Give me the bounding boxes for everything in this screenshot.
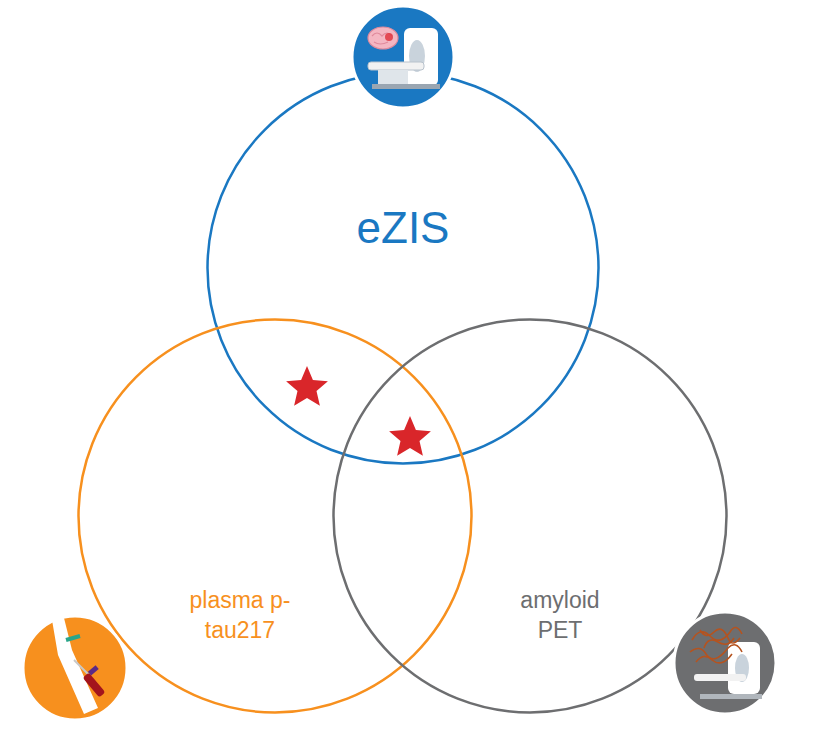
scanner-icon bbox=[368, 28, 440, 89]
brain-icon bbox=[368, 27, 398, 49]
blood-draw-icon bbox=[52, 618, 105, 714]
circle-label: amyloid PET bbox=[510, 586, 610, 646]
icon-circle bbox=[674, 612, 776, 714]
circle-outline bbox=[206, 71, 600, 465]
venn-circle: amyloid PET bbox=[332, 318, 728, 714]
star-marker bbox=[389, 416, 431, 456]
circle-stroke bbox=[208, 73, 599, 464]
icon-circle bbox=[352, 6, 454, 108]
star-marker bbox=[286, 366, 328, 406]
circle-stroke bbox=[334, 320, 727, 713]
circle-outline bbox=[332, 318, 728, 714]
circle-stroke bbox=[79, 320, 472, 713]
venn-circle: eZIS bbox=[206, 71, 600, 465]
scanner-icon bbox=[694, 642, 762, 699]
amyloid-plaque-icon bbox=[690, 627, 742, 662]
circle-outline bbox=[77, 318, 473, 714]
icon-circle bbox=[23, 616, 127, 720]
circle-label: eZIS bbox=[303, 199, 503, 256]
venn-circle: plasma p-tau217 bbox=[77, 318, 473, 714]
circle-label: plasma p-tau217 bbox=[180, 586, 300, 646]
